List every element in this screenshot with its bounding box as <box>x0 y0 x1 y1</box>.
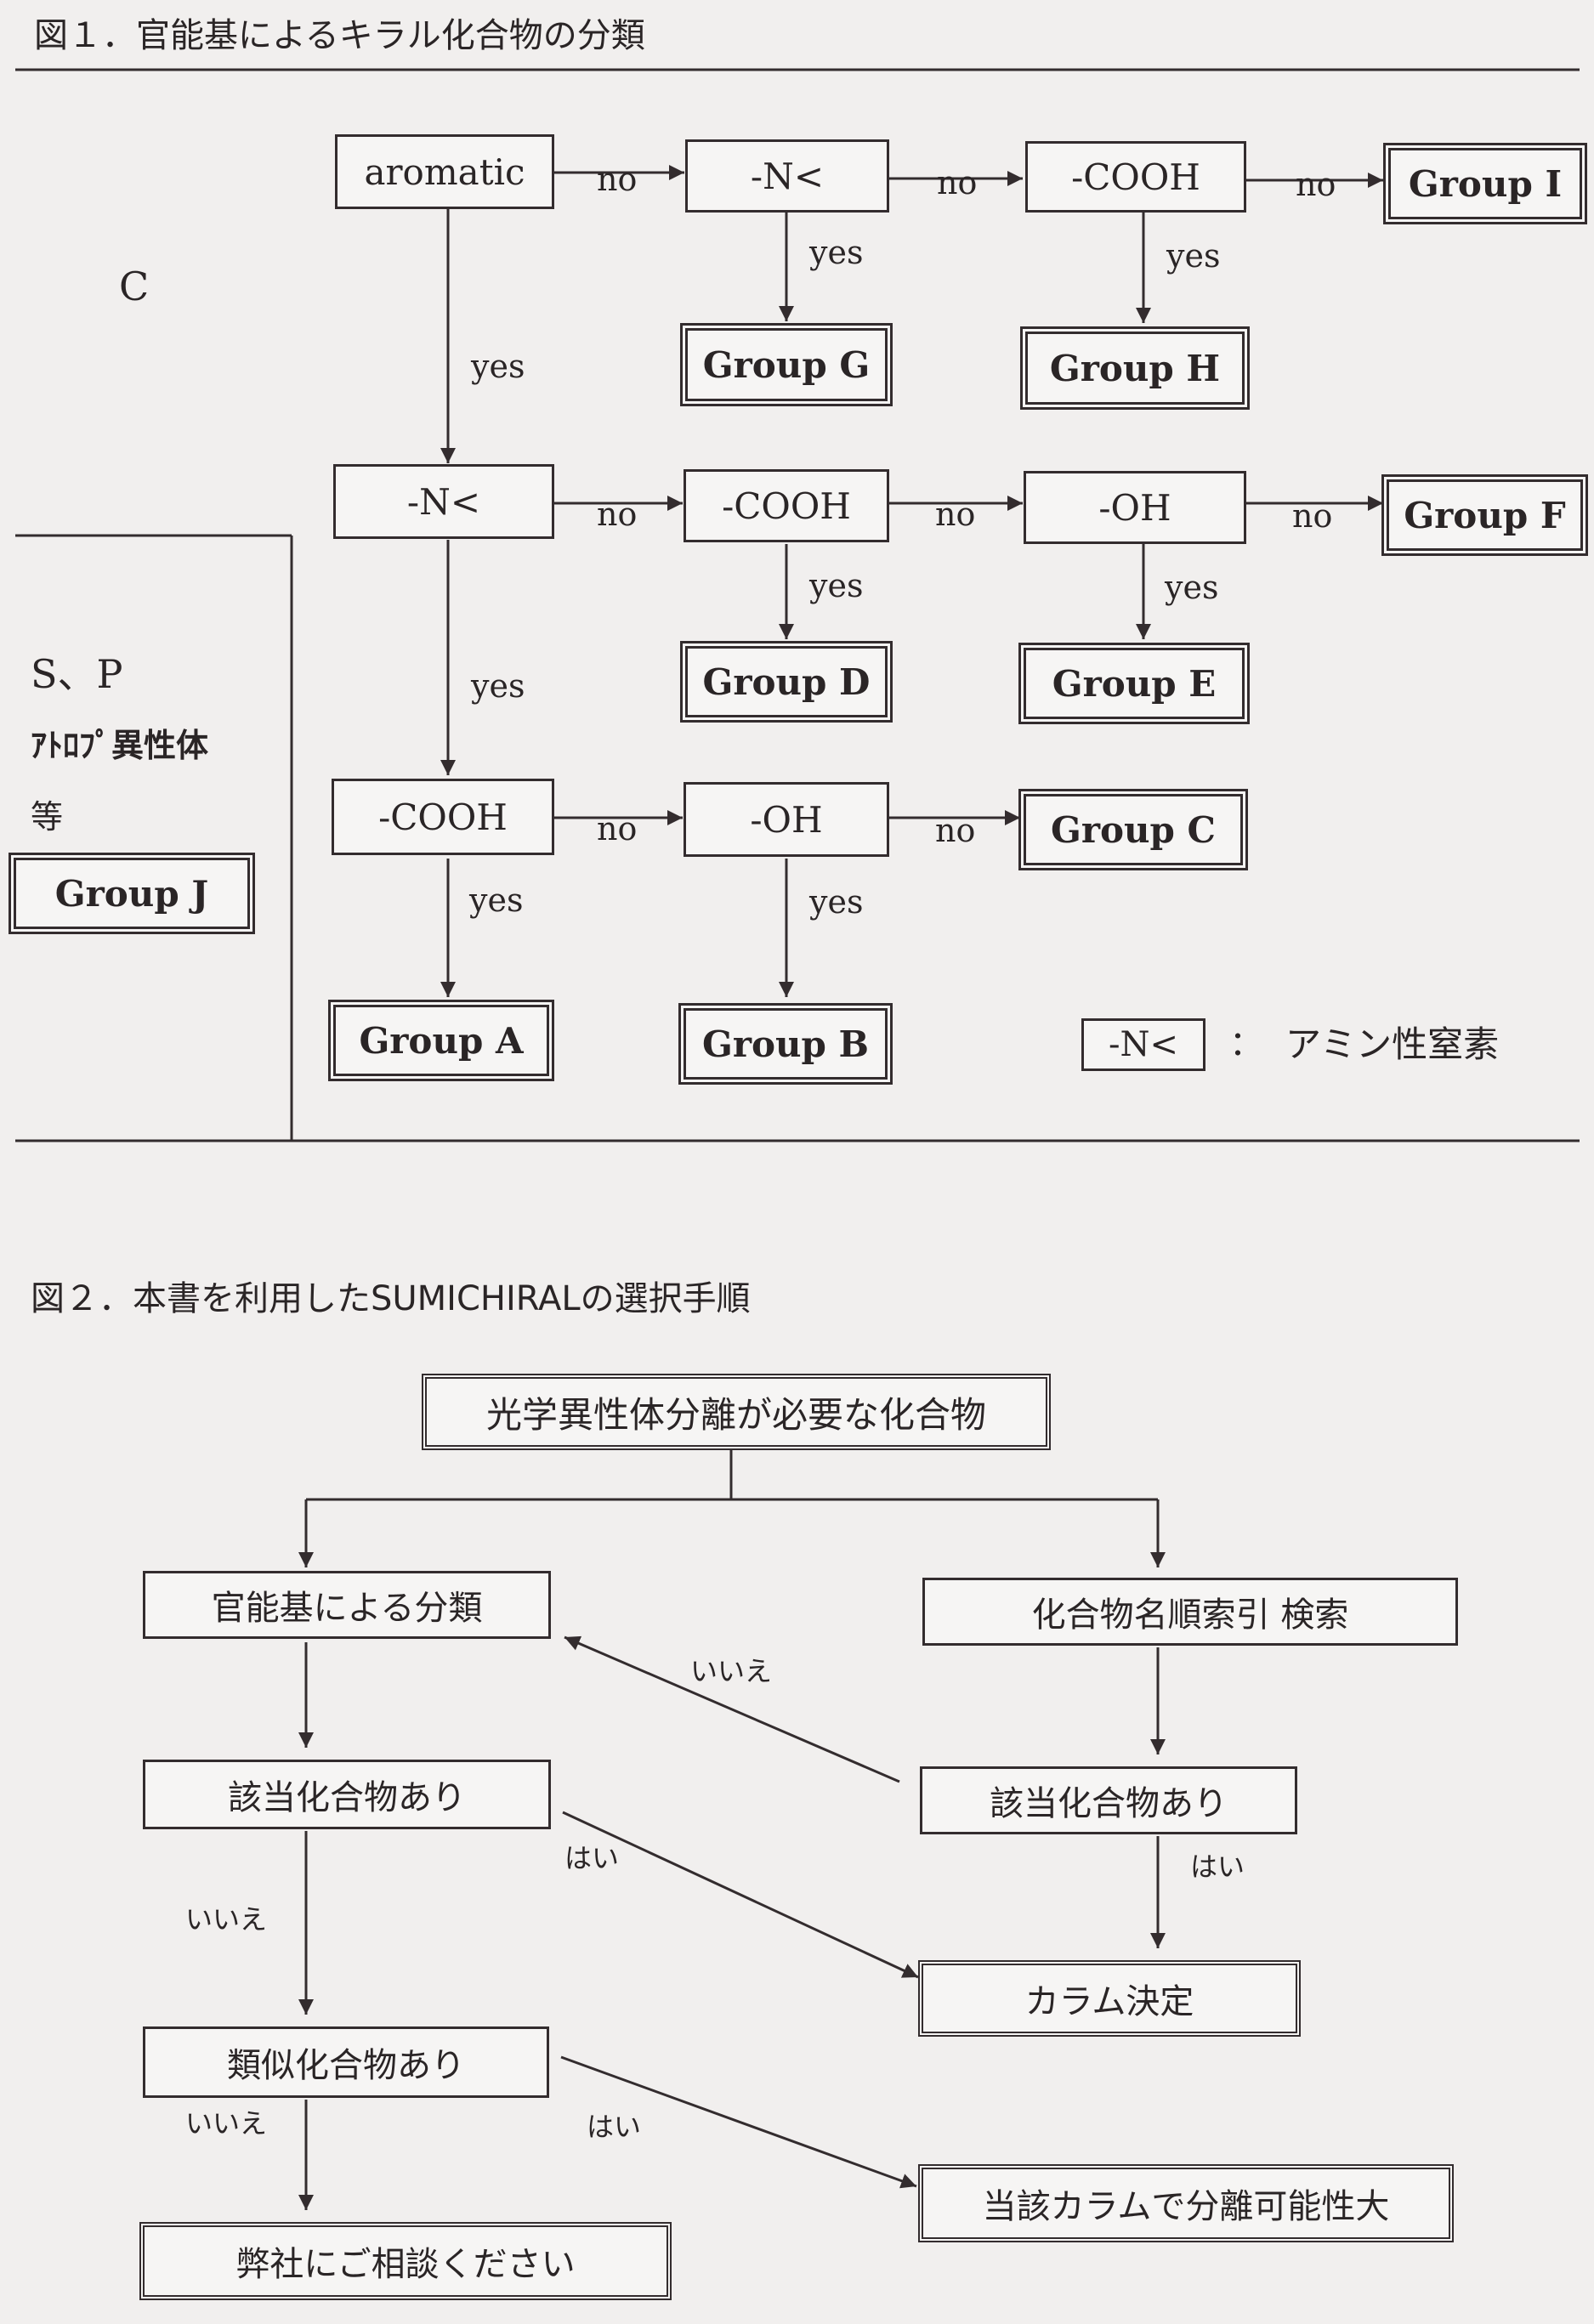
label-no: no <box>597 161 638 198</box>
label-no: no <box>935 812 976 849</box>
label-yes: yes <box>809 567 864 604</box>
node-group-a: Group A <box>328 1000 554 1081</box>
node-consult: 弊社にご相談ください <box>139 2222 672 2300</box>
label-yes: yes <box>809 234 864 271</box>
label-no: no <box>597 810 638 847</box>
node-cooh-1: -COOH <box>1025 141 1246 213</box>
legend-colon: ： <box>1229 1024 1263 1063</box>
node-cooh-2: -COOH <box>684 469 889 542</box>
node-group-g: Group G <box>680 323 893 406</box>
label-no: no <box>597 496 638 533</box>
node-group-j: Group J <box>9 853 255 934</box>
side-label-c: C <box>119 264 150 309</box>
node-group-h: Group H <box>1020 326 1250 410</box>
figure2-title: 図２．本書を利用したSUMICHIRALの選択手順 <box>31 1279 751 1318</box>
label-yes: yes <box>1165 569 1219 606</box>
node-group-d: Group D <box>680 641 893 723</box>
node-found-left: 該当化合物あり <box>143 1760 551 1829</box>
node-found-right: 該当化合物あり <box>920 1766 1297 1834</box>
label-yes: yes <box>809 883 864 921</box>
arrow-found-left-to-column <box>562 1811 919 1979</box>
node-possible: 当該カラムで分離可能性大 <box>918 2164 1454 2242</box>
label-no: no <box>937 164 978 201</box>
node-group-b: Group B <box>678 1003 893 1085</box>
node-similar: 類似化合物あり <box>143 2026 549 2098</box>
node-group-i: Group I <box>1383 143 1587 224</box>
node-classify: 官能基による分類 <box>143 1571 551 1639</box>
node-group-f: Group F <box>1381 474 1588 556</box>
node-amine-nitrogen-1: -N< <box>685 139 889 213</box>
label-hai: はい <box>564 1842 620 1874</box>
legend-amine-text: アミン性窒素 <box>1285 1023 1500 1065</box>
node-oh-1: -OH <box>1024 471 1246 544</box>
arrow-found-right-to-classify <box>564 1635 900 1783</box>
label-yes: yes <box>1166 237 1221 275</box>
node-amine-nitrogen-2: -N< <box>333 464 554 539</box>
node-oh-2: -OH <box>684 782 889 857</box>
label-hai: はい <box>1190 1851 1245 1883</box>
node-aromatic: aromatic <box>335 134 554 209</box>
node-group-e: Group E <box>1018 643 1250 724</box>
node-start: 光学異性体分離が必要な化合物 <box>422 1374 1051 1450</box>
node-index-search: 化合物名順索引 検索 <box>922 1578 1458 1646</box>
label-iie: いいえ <box>185 2107 268 2140</box>
node-column: カラム決定 <box>918 1960 1301 2037</box>
label-no: no <box>1296 166 1336 203</box>
label-yes: yes <box>471 667 525 705</box>
label-no: no <box>1292 497 1333 535</box>
label-hai: はい <box>587 2111 642 2143</box>
legend-amine-symbol: -N< <box>1081 1018 1205 1071</box>
label-iie: いいえ <box>690 1655 773 1687</box>
node-group-c: Group C <box>1018 789 1248 870</box>
arrow-similar-to-possible <box>560 2055 917 2189</box>
side-label-sp: S、P <box>31 651 123 697</box>
node-cooh-3: -COOH <box>332 779 554 855</box>
label-yes: yes <box>469 881 524 919</box>
side-label-atropisomer: ｱﾄﾛﾌﾟ異性体 <box>31 727 209 764</box>
label-iie: いいえ <box>185 1903 268 1936</box>
label-yes: yes <box>471 348 525 385</box>
side-label-etc: 等 <box>31 798 64 836</box>
figure1-title: 図１．官能基によるキラル化合物の分類 <box>34 16 645 55</box>
label-no: no <box>935 496 976 533</box>
